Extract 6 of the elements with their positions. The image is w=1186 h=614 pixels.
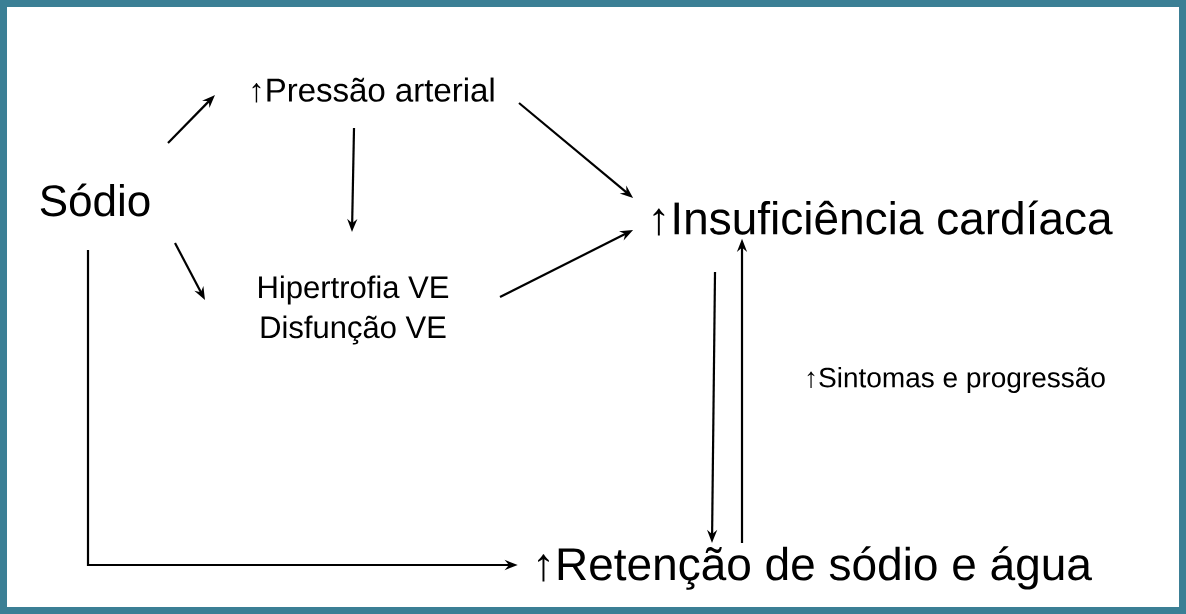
node-text: ↑Retenção de sódio e água: [538, 546, 1092, 590]
edge-label: ↑Sintomas e progressão: [807, 366, 1105, 394]
node-text: ↑Insuficiência cardíaca: [653, 200, 1113, 236]
node-text: Sódio: [40, 183, 150, 217]
node-text: ↑Pressão arterial: [252, 77, 494, 103]
node-text: Hipertrofia VE Disfunção VE: [259, 275, 449, 345]
